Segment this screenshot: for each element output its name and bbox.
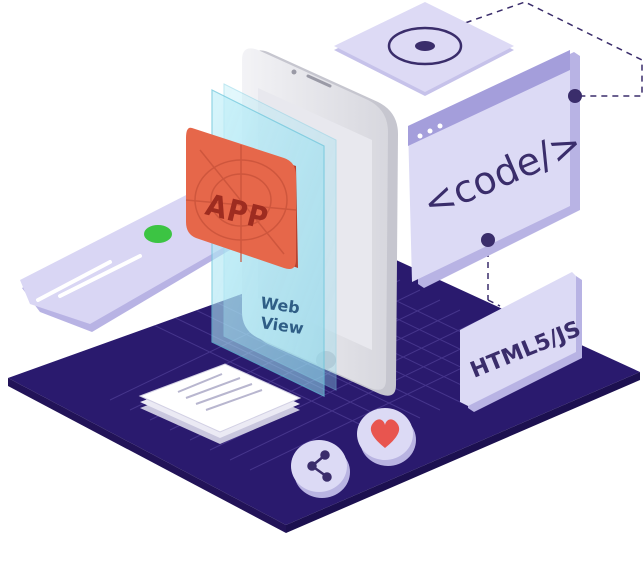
connector-dot bbox=[568, 89, 582, 103]
heart-badge bbox=[357, 408, 416, 466]
credit-card bbox=[20, 190, 236, 332]
html5-js-panel: HTML5/JS bbox=[460, 272, 584, 412]
connector-dot bbox=[481, 233, 495, 247]
share-badge bbox=[291, 440, 350, 498]
app-tile: APP bbox=[185, 127, 298, 269]
dashed-connectors bbox=[444, 1, 643, 307]
code-panel: <code/> bbox=[408, 50, 588, 288]
heart-icon bbox=[370, 419, 400, 448]
share-icon bbox=[307, 450, 332, 482]
document-stack-icon bbox=[138, 363, 302, 444]
card-chip-dot bbox=[144, 225, 172, 243]
target-icon bbox=[334, 2, 514, 96]
